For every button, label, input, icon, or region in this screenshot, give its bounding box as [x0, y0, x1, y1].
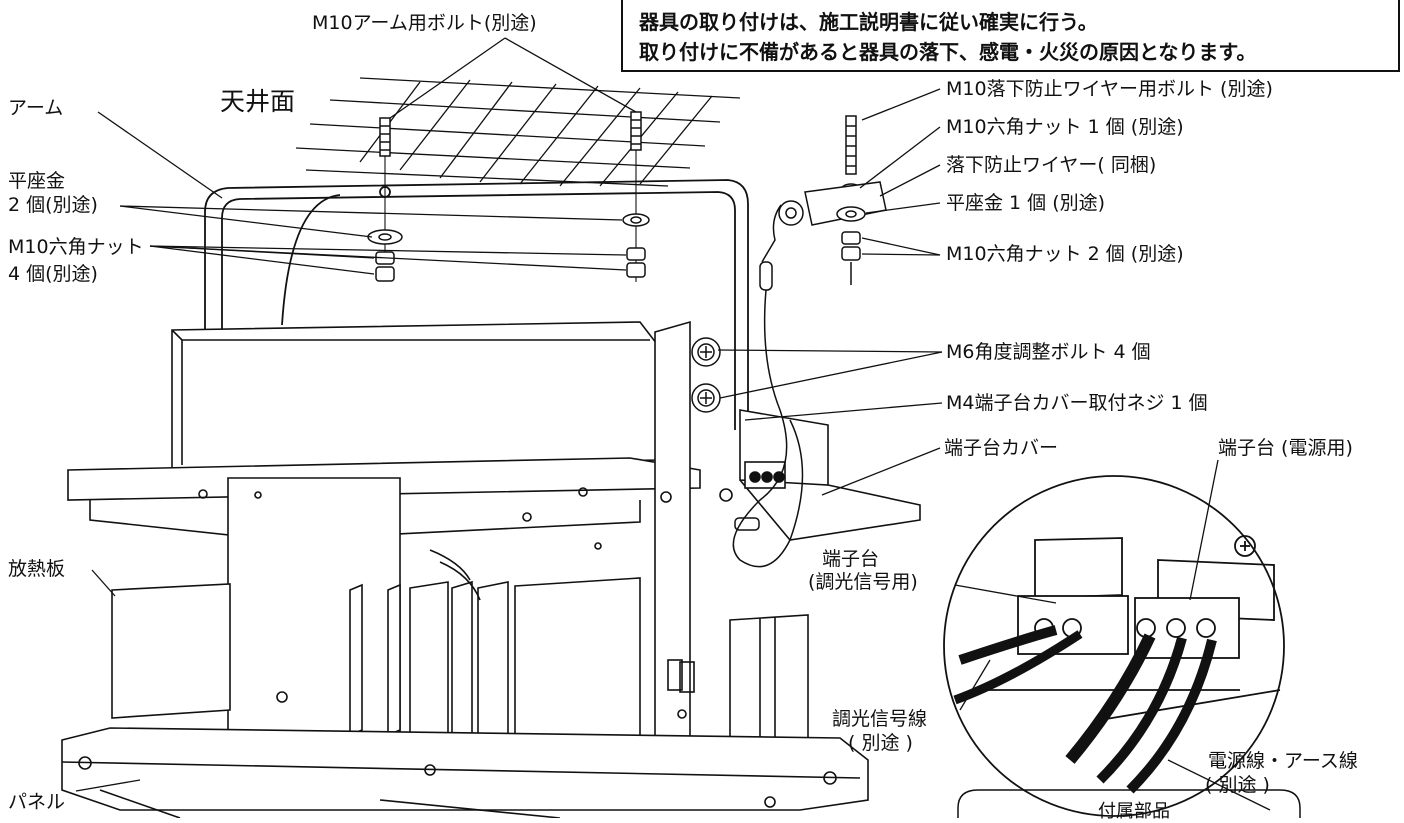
label-terminal-dim-sub: (調光信号用): [808, 571, 918, 593]
label-cover-screw: M4端子台カバー取付ネジ 1 個: [946, 392, 1208, 414]
label-washer: 平座金: [8, 170, 66, 192]
label-wire-nut-1: M10六角ナット 1 個 (別途): [946, 116, 1184, 138]
label-heatsink: 放熱板: [8, 558, 66, 580]
label-terminal-cover: 端子台カバー: [944, 437, 1059, 459]
leader-lines: [75, 37, 1271, 811]
power-box: [171, 321, 661, 469]
label-ceiling: 天井面: [220, 87, 296, 116]
bottom-panel: [61, 727, 869, 818]
label-nut: M10六角ナット: [8, 236, 144, 258]
label-terminal-power: 端子台 (電源用): [1218, 437, 1353, 459]
label-terminal-dim: 端子台: [822, 548, 880, 570]
angle-adjust-bolts: [691, 337, 760, 531]
warning-line-2: 取り付けに不備があると器具の落下、感電・火災の原因となります。: [639, 40, 1257, 64]
accessories-box: [957, 789, 1301, 818]
terminal-cover-shape: [739, 409, 921, 541]
ceiling-grid: [295, 77, 741, 187]
label-power-wire-sub: ( 別途 ): [1205, 774, 1270, 796]
label-dim-wire-sub: ( 別途 ): [848, 732, 913, 754]
arm-frame: [204, 179, 749, 440]
label-wire-bolt: M10落下防止ワイヤー用ボルト (別途): [946, 78, 1273, 100]
safety-wire-parts: [732, 115, 887, 568]
label-arm: アーム: [8, 97, 64, 119]
label-wire-washer: 平座金 1 個 (別途): [946, 192, 1106, 214]
label-wire-nut-2: M10六角ナット 2 個 (別途): [946, 243, 1184, 265]
terminal-inset: [943, 475, 1285, 817]
label-washer-qty: 2 個(別途): [8, 194, 98, 216]
label-arm-bolt: M10アーム用ボルト(別途): [312, 12, 537, 34]
warning-line-1: 器具の取り付けは、施工説明書に従い確実に行う。: [639, 10, 1098, 34]
label-angle-bolt: M6角度調整ボルト 4 個: [946, 341, 1151, 363]
arm-washers-nuts: [367, 213, 650, 282]
label-power-wire: 電源線・アース線: [1208, 750, 1358, 772]
label-accessories: 付属部品: [1098, 801, 1170, 822]
label-nut-qty: 4 個(別途): [8, 263, 98, 285]
label-safety-wire: 落下防止ワイヤー( 同梱): [946, 154, 1157, 176]
label-panel: パネル: [8, 791, 66, 813]
heatsink-fins: [111, 549, 809, 776]
label-dim-wire: 調光信号線: [832, 708, 928, 730]
warning-box: 器具の取り付けは、施工説明書に従い確実に行う。 取り付けに不備があると器具の落下…: [621, 0, 1400, 72]
